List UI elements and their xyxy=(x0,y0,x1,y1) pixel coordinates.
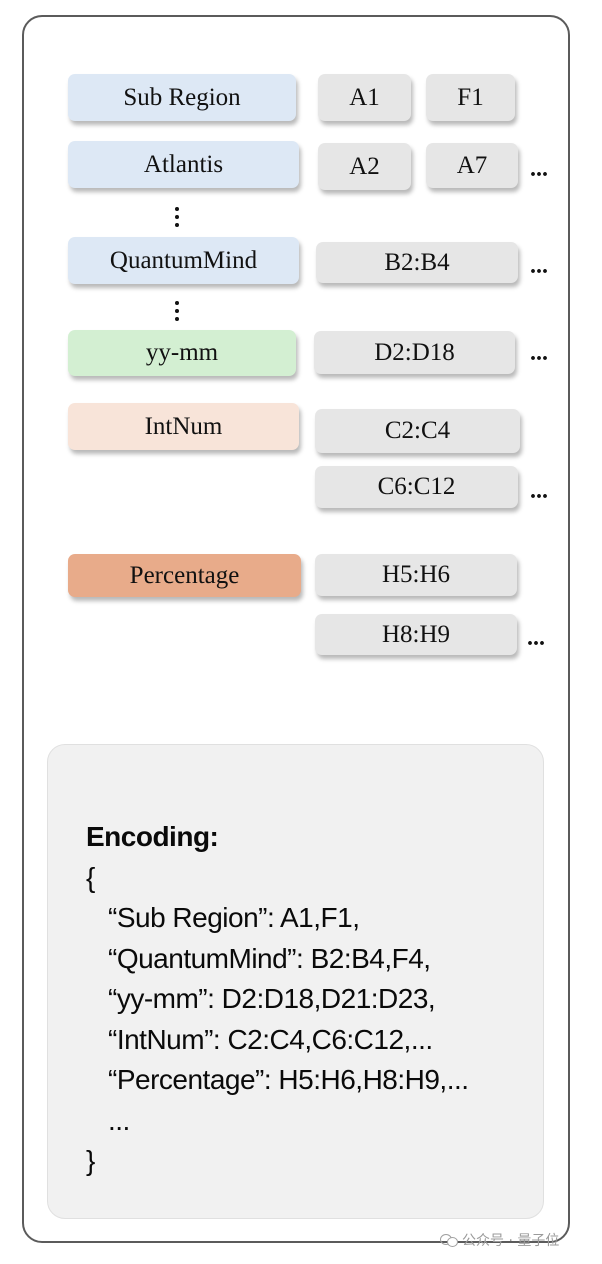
cell-h8-h9: H8:H9 xyxy=(315,614,517,655)
cell-f1: F1 xyxy=(426,74,515,121)
encoding-title: Encoding: xyxy=(86,821,219,852)
encoding-panel: Encoding: { “Sub Region”: A1,F1, “Quantu… xyxy=(47,744,544,1219)
cell-d2-d18: D2:D18 xyxy=(314,331,515,374)
watermark: 公众号 · 量子位 xyxy=(440,1230,559,1250)
ellipsis-row-percentage: ... xyxy=(527,625,545,651)
label-atlantis: Atlantis xyxy=(68,141,299,188)
wechat-icon xyxy=(440,1233,458,1247)
encoding-line-sub-region: “Sub Region”: A1,F1, xyxy=(108,902,360,933)
label-quantummind: QuantumMind xyxy=(68,237,299,284)
cell-b2-b4: B2:B4 xyxy=(316,242,518,283)
cell-c6-c12: C6:C12 xyxy=(315,466,518,508)
ellipsis-row-yy-mm: ... xyxy=(530,340,548,366)
encoding-line-intnum: “IntNum”: C2:C4,C6:C12,... xyxy=(108,1023,433,1055)
label-yy-mm: yy-mm xyxy=(68,330,296,376)
vertical-ellipsis-2 xyxy=(174,301,180,321)
encoding-line-ellipsis: ... xyxy=(108,1104,130,1136)
cell-a7: A7 xyxy=(426,143,518,188)
encoding-line-yy-mm: “yy-mm”: D2:D18,D21:D23, xyxy=(108,983,436,1014)
vertical-ellipsis-1 xyxy=(174,207,180,227)
encoding-line-quantummind: “QuantumMind”: B2:B4,F4, xyxy=(108,942,431,974)
label-sub-region: Sub Region xyxy=(68,74,296,121)
label-percentage: Percentage xyxy=(68,554,301,597)
ellipsis-row-quantummind: ... xyxy=(530,253,548,279)
watermark-text: 公众号 · 量子位 xyxy=(462,1233,560,1249)
ellipsis-row-intnum: ... xyxy=(530,478,548,504)
cell-c2-c4: C2:C4 xyxy=(315,409,520,453)
cell-a1: A1 xyxy=(318,74,411,121)
encoding-close-brace: } xyxy=(86,1145,95,1176)
encoding-text: Encoding: { “Sub Region”: A1,F1, “Quantu… xyxy=(86,817,469,1182)
encoding-line-percentage: “Percentage”: H5:H6,H8:H9,... xyxy=(108,1064,469,1095)
encoding-open-brace: { xyxy=(86,861,95,893)
label-intnum: IntNum xyxy=(68,403,299,450)
ellipsis-row-atlantis: ... xyxy=(530,156,548,182)
cell-h5-h6: H5:H6 xyxy=(315,554,517,596)
cell-a2: A2 xyxy=(318,143,411,190)
